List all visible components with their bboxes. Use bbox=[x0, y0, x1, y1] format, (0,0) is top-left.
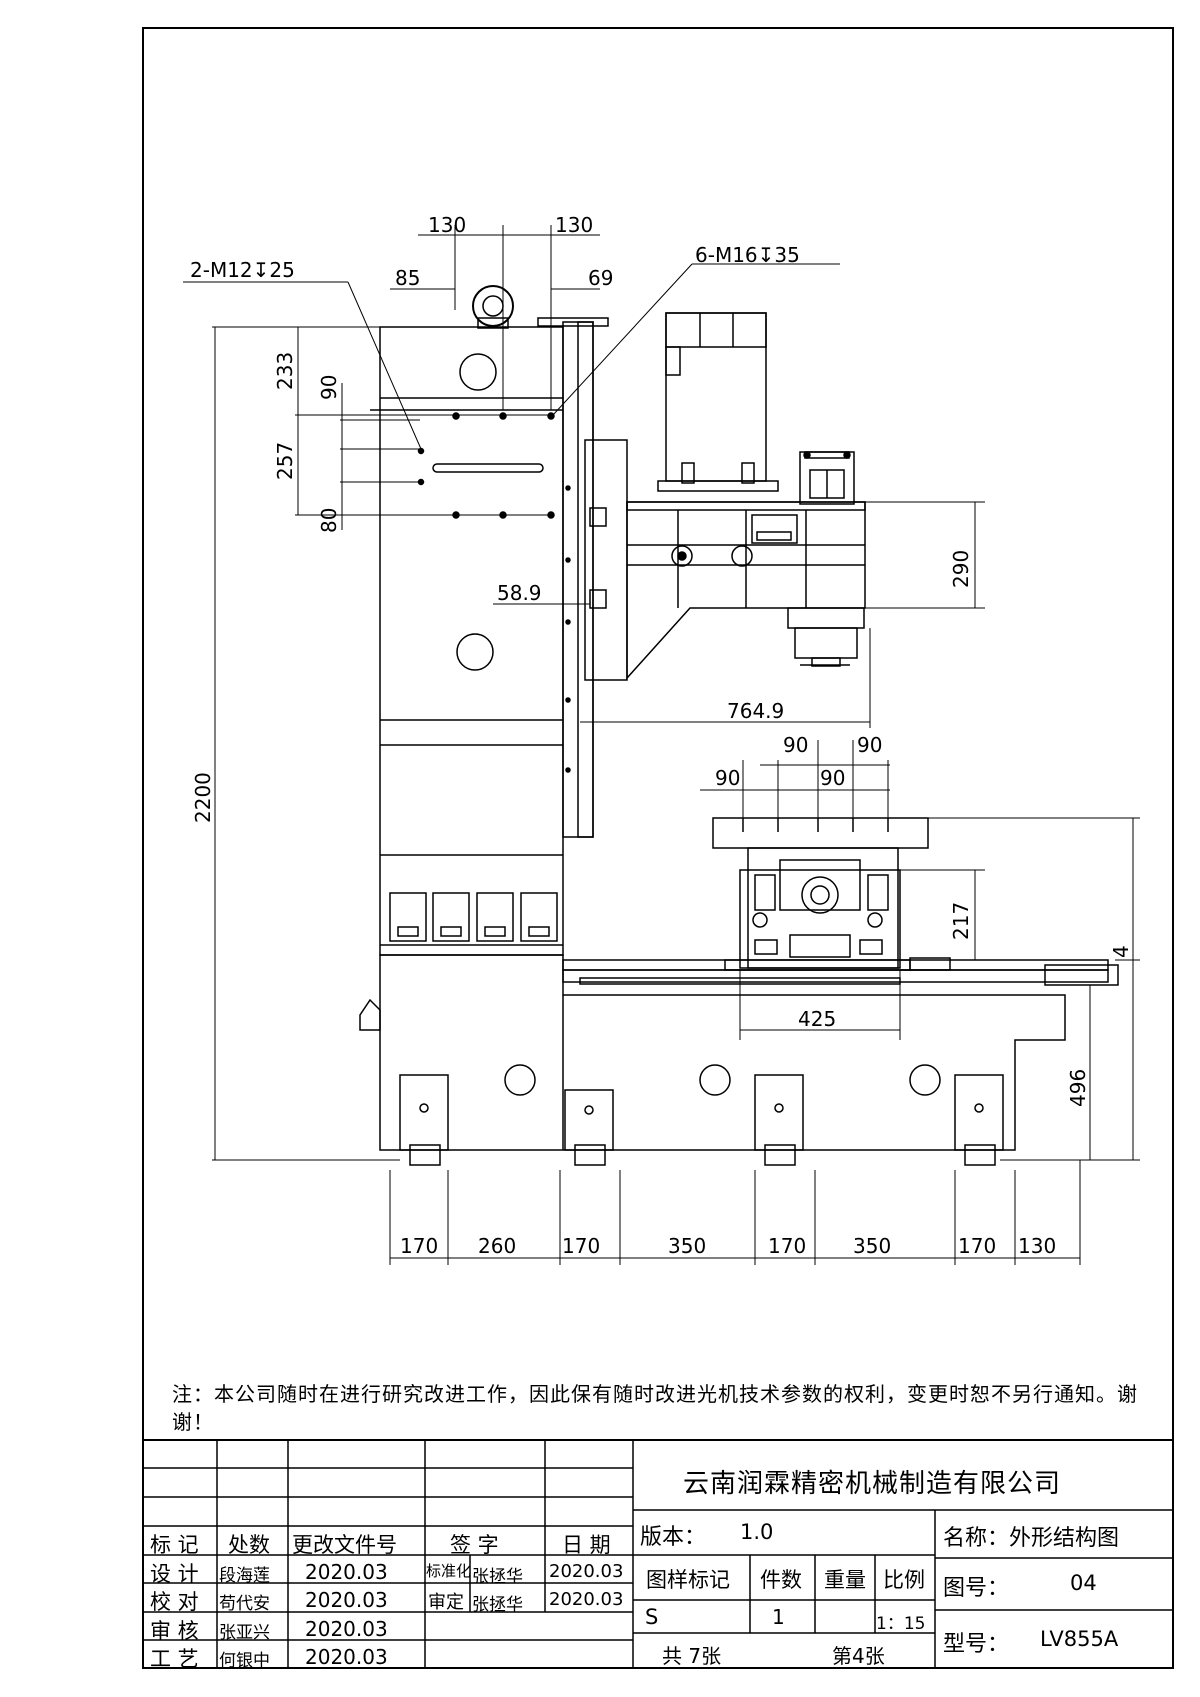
model-value: LV855A bbox=[1040, 1627, 1119, 1651]
row-design-name: 段海莲 bbox=[219, 1566, 270, 1586]
title-block-grid bbox=[142, 1439, 1174, 1669]
dim-4: 4 bbox=[1109, 945, 1133, 958]
model-label: 型号： bbox=[943, 1632, 1010, 1657]
row-check-date: 2020.03 bbox=[305, 1588, 388, 1612]
dim-130-left: 130 bbox=[428, 213, 466, 237]
row-review-role: 审 核 bbox=[150, 1619, 199, 1643]
approval-label: 审定 bbox=[428, 1592, 464, 1613]
dim-764-9: 764.9 bbox=[727, 699, 784, 723]
standardization-name: 张拯华 bbox=[472, 1567, 523, 1587]
standardization-date: 2020.03 bbox=[549, 1561, 624, 1582]
dim-69: 69 bbox=[588, 266, 613, 290]
col-scale: 比例 bbox=[883, 1568, 925, 1592]
row-process-date: 2020.03 bbox=[305, 1645, 388, 1669]
drawing-number-label: 图号： bbox=[943, 1576, 1010, 1601]
dim-bottom-2: 260 bbox=[478, 1234, 516, 1258]
col-weight: 重量 bbox=[824, 1568, 866, 1592]
header-mark: 标 记 bbox=[150, 1533, 199, 1557]
dim-85: 85 bbox=[395, 266, 420, 290]
dimension-labels: 2-M12↧25 6-M16↧35 130 130 85 69 233 90 2… bbox=[190, 213, 1133, 1258]
value-quantity: 1 bbox=[772, 1605, 785, 1629]
row-review-date: 2020.03 bbox=[305, 1617, 388, 1641]
dim-bottom-4: 350 bbox=[668, 1234, 706, 1258]
row-check-role: 校 对 bbox=[150, 1590, 199, 1614]
dim-2200: 2200 bbox=[191, 772, 215, 823]
dim-table-90-a: 90 bbox=[783, 733, 808, 757]
dim-217: 217 bbox=[949, 902, 973, 940]
version-label: 版本： bbox=[640, 1525, 707, 1550]
standardization-label: 标准化 bbox=[426, 1562, 472, 1580]
disclaimer-note: 注：本公司随时在进行研究改进工作，因此保有随时改进光机技术参数的权利，变更时恕不… bbox=[172, 1382, 1138, 1434]
company-name: 云南润霖精密机械制造有限公司 bbox=[683, 1469, 1062, 1499]
dim-290: 290 bbox=[949, 550, 973, 588]
dim-bottom-6: 350 bbox=[853, 1234, 891, 1258]
version-value: 1.0 bbox=[740, 1520, 774, 1544]
dim-496: 496 bbox=[1066, 1069, 1090, 1107]
total-sheets: 共 7张 bbox=[662, 1644, 722, 1668]
callout-m12: 2-M12↧25 bbox=[190, 258, 295, 282]
col-quantity: 件数 bbox=[760, 1568, 802, 1592]
dim-58-9: 58.9 bbox=[497, 581, 542, 605]
dim-425: 425 bbox=[798, 1007, 836, 1031]
drawing-number-value: 04 bbox=[1070, 1571, 1097, 1595]
dim-233: 233 bbox=[273, 352, 297, 390]
col-drawing-mark: 图样标记 bbox=[646, 1568, 730, 1592]
machine-base bbox=[359, 954, 1066, 1166]
dim-table-90-b: 90 bbox=[857, 733, 882, 757]
row-process-role: 工 艺 bbox=[150, 1647, 199, 1671]
row-design-date: 2020.03 bbox=[305, 1560, 388, 1584]
dim-table-90-d: 90 bbox=[820, 766, 845, 790]
row-design-role: 设 计 bbox=[150, 1562, 199, 1586]
dim-90-vertical: 90 bbox=[317, 375, 341, 400]
sheet-number: 第4张 bbox=[832, 1644, 885, 1668]
z-axis-rail bbox=[537, 317, 628, 838]
dim-bottom-1: 170 bbox=[400, 1234, 438, 1258]
machine-column bbox=[370, 285, 564, 956]
dim-bottom-7: 170 bbox=[958, 1234, 996, 1258]
dim-bottom-8: 130 bbox=[1018, 1234, 1056, 1258]
dim-257: 257 bbox=[273, 442, 297, 480]
approval-date: 2020.03 bbox=[549, 1589, 624, 1610]
dim-130-right: 130 bbox=[555, 213, 593, 237]
drawing-name: 名称：外形结构图 bbox=[943, 1526, 1120, 1551]
value-scale: 1：15 bbox=[876, 1614, 926, 1634]
dim-bottom-5: 170 bbox=[768, 1234, 806, 1258]
approval-name: 张拯华 bbox=[472, 1595, 523, 1615]
row-review-name: 张亚兴 bbox=[219, 1623, 270, 1643]
dim-table-90-c: 90 bbox=[715, 766, 740, 790]
row-process-name: 何银中 bbox=[219, 1651, 270, 1671]
header-signature: 签 字 bbox=[450, 1533, 499, 1557]
header-zone: 处数 bbox=[228, 1533, 270, 1557]
callout-m16: 6-M16↧35 bbox=[695, 243, 800, 267]
dim-80: 80 bbox=[317, 508, 341, 533]
worktable-assembly bbox=[562, 817, 1119, 986]
row-check-name: 苟代安 bbox=[219, 1594, 270, 1614]
dim-bottom-3: 170 bbox=[562, 1234, 600, 1258]
header-date: 日 期 bbox=[562, 1533, 611, 1557]
spindle-head bbox=[626, 312, 866, 680]
header-change-doc: 更改文件号 bbox=[292, 1533, 397, 1557]
value-mark: S bbox=[645, 1605, 659, 1629]
dimension-lines bbox=[183, 225, 1140, 1265]
